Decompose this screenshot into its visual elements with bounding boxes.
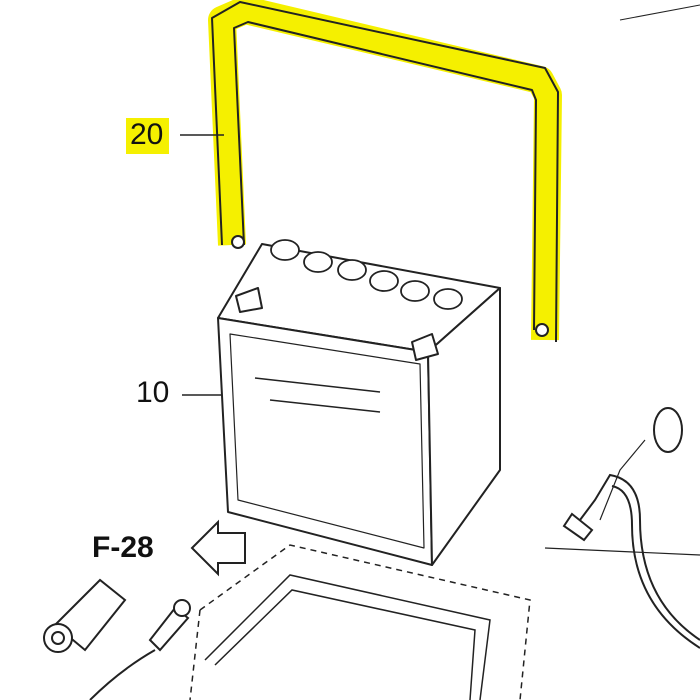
terminal-cover [43,578,191,700]
battery-strap [208,0,562,343]
cable [544,407,700,649]
battery-tray [189,544,531,700]
callout-20: 20 [126,118,170,154]
reference-label: F-28 [92,531,154,564]
edge-line [619,4,700,21]
battery-caps [270,239,463,310]
reference-arrow-icon [190,519,246,577]
callout-10: 10 [136,376,170,409]
battery [217,239,501,566]
